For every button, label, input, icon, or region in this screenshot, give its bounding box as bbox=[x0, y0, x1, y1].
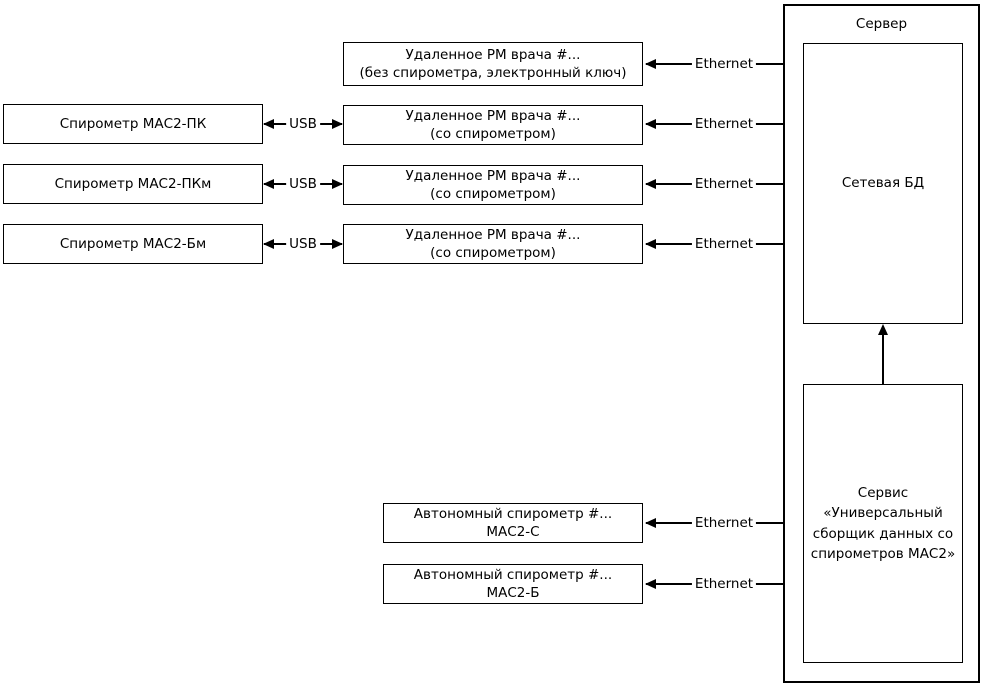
usb-link-label: USB bbox=[286, 176, 320, 192]
node-label-line2: (со спирометром) bbox=[430, 126, 556, 142]
arrowhead-left-icon bbox=[645, 59, 656, 69]
arrowhead-left-icon bbox=[645, 179, 656, 189]
ethernet-link-2: Ethernet bbox=[645, 116, 803, 132]
ethernet-link-label: Ethernet bbox=[691, 576, 757, 592]
ethernet-link-label: Ethernet bbox=[691, 176, 757, 192]
node-spirometer-mas2-pk: Спирометр МАС2-ПК bbox=[3, 104, 263, 144]
arrowhead-left-icon bbox=[645, 579, 656, 589]
node-label: Спирометр МАС2-Бм bbox=[59, 235, 207, 252]
node-workstation-with-spirometer-2: Удаленное РМ врача #... (со спирометром) bbox=[343, 165, 643, 205]
ethernet-link-1: Ethernet bbox=[645, 56, 803, 72]
node-label: Спирометр МАС2-ПК bbox=[59, 115, 207, 132]
ethernet-link-label: Ethernet bbox=[691, 236, 757, 252]
node-label-line1: Удаленное РМ врача #... bbox=[405, 226, 581, 243]
ethernet-link-label: Ethernet bbox=[691, 116, 757, 132]
node-label-line2: МАС2-Б bbox=[486, 585, 540, 601]
node-collector-service: Сервис «Универсальный сборщик данных со … bbox=[803, 384, 963, 663]
usb-link-2: USB bbox=[263, 176, 343, 192]
node-workstation-with-spirometer-1: Удаленное РМ врача #... (со спирометром) bbox=[343, 105, 643, 145]
node-label-line1: Автономный спирометр #... bbox=[413, 505, 613, 522]
arrowhead-up-icon bbox=[878, 324, 888, 335]
ethernet-link-5: Ethernet bbox=[645, 515, 803, 531]
arrowhead-left-icon bbox=[645, 119, 656, 129]
node-label: Спирометр МАС2-ПКм bbox=[54, 175, 212, 192]
ethernet-link-4: Ethernet bbox=[645, 236, 803, 252]
ethernet-link-6: Ethernet bbox=[645, 576, 803, 592]
arrowhead-left-icon bbox=[645, 518, 656, 528]
node-network-db: Сетевая БД bbox=[803, 43, 963, 324]
node-label-line1: Удаленное РМ врача #... bbox=[405, 167, 581, 184]
ethernet-link-label: Ethernet bbox=[691, 56, 757, 72]
arrowhead-left-icon bbox=[263, 119, 274, 129]
usb-link-1: USB bbox=[263, 116, 343, 132]
arrowhead-right-icon bbox=[332, 119, 343, 129]
node-label-line2: (со спирометром) bbox=[430, 186, 556, 202]
node-spirometer-mas2-pkm: Спирометр МАС2-ПКм bbox=[3, 164, 263, 204]
arrowhead-left-icon bbox=[645, 239, 656, 249]
ethernet-link-label: Ethernet bbox=[691, 515, 757, 531]
server-title: Сервер bbox=[855, 16, 908, 32]
node-autonomous-spirometer-mas2-b: Автономный спирометр #... МАС2-Б bbox=[383, 564, 643, 604]
node-workstation-no-spirometer: Удаленное РМ врача #... (без спирометра,… bbox=[343, 42, 643, 86]
usb-link-label: USB bbox=[286, 236, 320, 252]
node-label: Сетевая БД bbox=[841, 175, 925, 192]
node-label-line1: Удаленное РМ врача #... bbox=[405, 46, 581, 63]
usb-link-3: USB bbox=[263, 236, 343, 252]
node-label: Сервис «Универсальный сборщик данных со … bbox=[810, 485, 956, 562]
arrowhead-right-icon bbox=[332, 239, 343, 249]
node-autonomous-spirometer-mas2-s: Автономный спирометр #... МАС2-С bbox=[383, 503, 643, 543]
node-label-line1: Автономный спирометр #... bbox=[413, 566, 613, 583]
node-workstation-with-spirometer-3: Удаленное РМ врача #... (со спирометром) bbox=[343, 224, 643, 264]
node-label-line2: (без спирометра, электронный ключ) bbox=[359, 65, 627, 81]
link-line bbox=[882, 326, 884, 384]
node-label-line2: МАС2-С bbox=[486, 524, 540, 540]
arrowhead-left-icon bbox=[263, 179, 274, 189]
arrowhead-left-icon bbox=[263, 239, 274, 249]
usb-link-label: USB bbox=[286, 116, 320, 132]
node-label-line1: Удаленное РМ врача #... bbox=[405, 107, 581, 124]
service-to-db-link bbox=[877, 324, 889, 384]
arrowhead-right-icon bbox=[332, 179, 343, 189]
ethernet-link-3: Ethernet bbox=[645, 176, 803, 192]
node-spirometer-mas2-bm: Спирометр МАС2-Бм bbox=[3, 224, 263, 264]
node-label-line2: (со спирометром) bbox=[430, 245, 556, 261]
